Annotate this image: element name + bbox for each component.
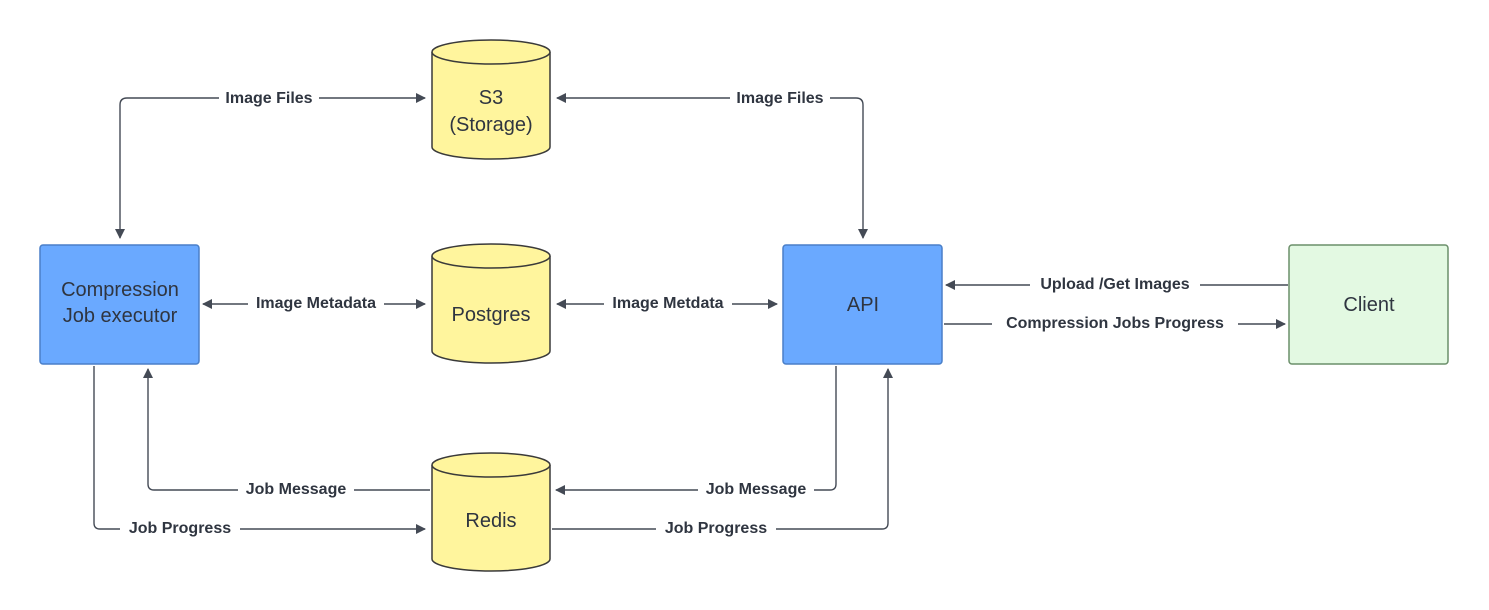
edge-client-api: Upload /Get Images <box>945 274 1288 294</box>
postgres-label: Postgres <box>452 304 531 326</box>
client-label: Client <box>1343 294 1395 316</box>
edge-label-job-progress-left: Job Progress <box>129 520 231 537</box>
s3-label-line1: S3 <box>479 87 503 109</box>
edge-executor-postgres: Image Metadata <box>202 293 426 313</box>
postgres-node: Postgres <box>431 243 551 364</box>
compression-job-executor-node: Compression Job executor <box>39 244 200 365</box>
edge-label-image-metadata: Image Metadata <box>256 295 376 312</box>
edge-label-image-files-left: Image Files <box>225 90 312 107</box>
edge-api-redis: Job Message <box>555 366 837 499</box>
edge-s3-api: Image Files <box>556 88 868 239</box>
edge-redis-api: Job Progress <box>552 368 893 538</box>
edge-label-image-files-right: Image Files <box>736 90 823 107</box>
edge-label-job-progress-right: Job Progress <box>665 520 767 537</box>
api-label: API <box>847 294 879 316</box>
edge-executor-redis: Job Progress <box>93 366 426 538</box>
edge-postgres-api: Image Metdata <box>556 293 778 313</box>
edge-label-job-message-right: Job Message <box>706 481 807 498</box>
api-node: API <box>782 244 943 365</box>
edge-redis-executor: Job Message <box>143 368 430 499</box>
s3-label-line2: (Storage) <box>449 114 532 136</box>
edge-label-upload-get-images: Upload /Get Images <box>1040 276 1189 293</box>
redis-label: Redis <box>465 510 516 532</box>
edge-label-image-metdata: Image Metdata <box>612 295 723 312</box>
edge-label-job-message-left: Job Message <box>246 481 347 498</box>
s3-storage-node: S3 (Storage) <box>431 39 551 160</box>
executor-label-line2: Job executor <box>63 305 178 327</box>
client-node: Client <box>1288 244 1449 365</box>
edge-executor-s3: Image Files <box>115 88 426 239</box>
edge-label-compression-jobs-progress: Compression Jobs Progress <box>1006 315 1224 332</box>
edge-api-client: Compression Jobs Progress <box>944 313 1286 333</box>
executor-label-line1: Compression <box>61 279 179 301</box>
redis-node: Redis <box>431 452 551 572</box>
